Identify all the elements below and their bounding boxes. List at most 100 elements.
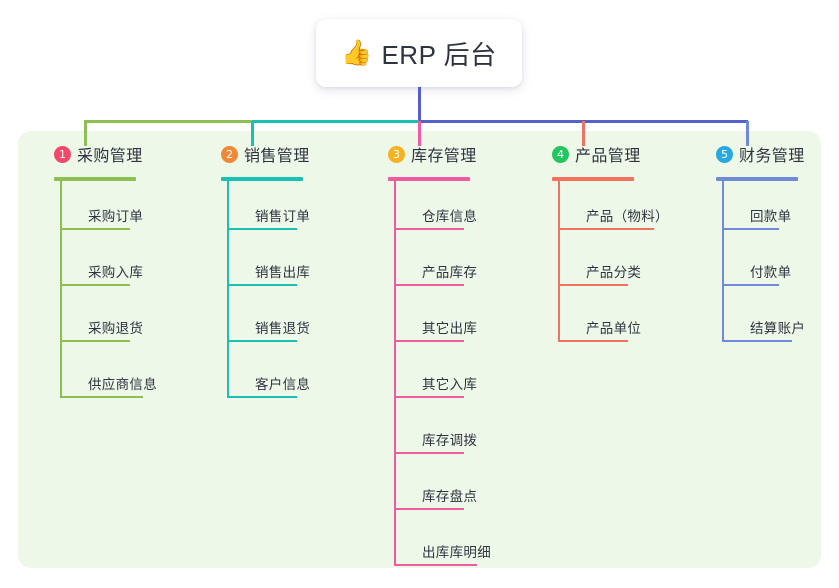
- branch-leaf-underline: [60, 340, 130, 342]
- branch-leaf-label: 采购退货: [88, 321, 144, 336]
- branch-columns: 1 采购管理采购订单采购入库采购退货供应商信息 2 销售管理销售订单销售出库销售退货客…: [18, 131, 821, 568]
- branch-leaf[interactable]: 回款单: [722, 181, 839, 237]
- branch-leaf-underline: [227, 284, 297, 286]
- branch-leaf[interactable]: 库存盘点: [394, 461, 530, 517]
- branch-leaf[interactable]: 其它出库: [394, 293, 530, 349]
- branch-column-4: 4 产品管理产品（物料） 产品分类产品单位: [534, 131, 694, 349]
- branch-items: 采购订单采购入库采购退货供应商信息: [60, 181, 196, 405]
- branch-items: 产品（物料） 产品分类产品单位: [558, 181, 694, 349]
- branch-leaf-label: 产品（物料）: [586, 209, 669, 224]
- branch-number-badge: 2: [221, 145, 238, 163]
- branch-stem: [60, 181, 62, 398]
- branch-leaf[interactable]: 其它入库: [394, 349, 530, 405]
- branch-leaf-underline: [394, 284, 464, 286]
- branch-leaf-underline: [722, 228, 779, 230]
- branch-leaf[interactable]: 结算账户: [722, 293, 839, 349]
- branch-leaf-label: 其它入库: [422, 377, 478, 392]
- branch-number-badge: 5: [716, 145, 733, 163]
- branch-header-underline: [716, 177, 798, 181]
- branch-leaf-label: 产品库存: [422, 265, 478, 280]
- branch-header-5[interactable]: 5 财务管理: [698, 131, 839, 177]
- branch-items: 仓库信息产品库存其它出库其它入库库存调拨库存盘点出库库明细: [394, 181, 530, 573]
- branch-leaf-underline: [394, 228, 464, 230]
- branch-leaf-label: 库存盘点: [422, 489, 478, 504]
- branch-leaf[interactable]: 付款单: [722, 237, 839, 293]
- mindmap-panel: [18, 131, 821, 568]
- branch-leaf-label: 其它出库: [422, 321, 478, 336]
- branch-leaf[interactable]: 销售出库: [227, 237, 363, 293]
- branch-leaf-label: 仓库信息: [422, 209, 478, 224]
- branch-leaf-underline: [394, 396, 464, 398]
- branch-title: 销售管理: [244, 148, 310, 165]
- branch-leaf-label: 回款单: [750, 209, 792, 224]
- root-node-card[interactable]: 👍 ERP 后台: [316, 19, 522, 87]
- branch-number-badge: 4: [552, 145, 569, 163]
- branch-leaf-underline: [60, 228, 130, 230]
- branch-leaf-label: 出库库明细: [422, 545, 491, 560]
- branch-leaf[interactable]: 库存调拨: [394, 405, 530, 461]
- branch-stem: [227, 181, 229, 398]
- branch-leaf-label: 结算账户: [750, 321, 806, 336]
- branch-header-underline: [54, 177, 136, 181]
- branch-leaf-label: 付款单: [750, 265, 792, 280]
- branch-leaf-underline: [394, 340, 464, 342]
- branch-leaf-underline: [227, 340, 297, 342]
- branch-title: 库存管理: [411, 148, 477, 165]
- branch-leaf[interactable]: 客户信息: [227, 349, 363, 405]
- branch-leaf[interactable]: 产品分类: [558, 237, 694, 293]
- branch-leaf-label: 采购订单: [88, 209, 144, 224]
- branch-leaf-label: 销售出库: [255, 265, 311, 280]
- branch-leaf[interactable]: 产品单位: [558, 293, 694, 349]
- branch-column-5: 5 财务管理回款单付款单结算账户: [698, 131, 839, 349]
- branch-leaf[interactable]: 出库库明细: [394, 517, 530, 573]
- branch-leaf-underline: [558, 228, 654, 230]
- branch-stem: [394, 181, 396, 566]
- branch-leaf[interactable]: 产品（物料）: [558, 181, 694, 237]
- branch-leaf-underline: [558, 284, 628, 286]
- branch-leaf-label: 供应商信息: [88, 377, 157, 392]
- branch-items: 回款单付款单结算账户: [722, 181, 839, 349]
- branch-title: 财务管理: [739, 148, 805, 165]
- branch-header-underline: [221, 177, 303, 181]
- branch-title: 采购管理: [77, 148, 143, 165]
- branch-header-underline: [388, 177, 470, 181]
- branch-header-1[interactable]: 1 采购管理: [36, 131, 196, 177]
- root-node-title: ERP 后台: [381, 39, 497, 70]
- branch-leaf-underline: [394, 508, 464, 510]
- branch-header-2[interactable]: 2 销售管理: [203, 131, 363, 177]
- branch-leaf-label: 产品单位: [586, 321, 642, 336]
- branch-leaf[interactable]: 产品库存: [394, 237, 530, 293]
- branch-leaf-underline: [227, 228, 297, 230]
- branch-leaf-underline: [394, 564, 477, 566]
- branch-header-4[interactable]: 4 产品管理: [534, 131, 694, 177]
- branch-leaf[interactable]: 销售订单: [227, 181, 363, 237]
- branch-leaf-underline: [394, 452, 464, 454]
- branch-leaf[interactable]: 采购退货: [60, 293, 196, 349]
- branch-header-underline: [552, 177, 634, 181]
- thumbs-up-icon: 👍: [341, 38, 373, 67]
- branch-leaf[interactable]: 销售退货: [227, 293, 363, 349]
- branch-stem: [558, 181, 560, 342]
- branch-leaf-underline: [558, 340, 628, 342]
- branch-leaf-label: 采购入库: [88, 265, 144, 280]
- branch-items: 销售订单销售出库销售退货客户信息: [227, 181, 363, 405]
- branch-leaf-underline: [60, 396, 143, 398]
- branch-number-badge: 1: [54, 145, 71, 163]
- branch-leaf[interactable]: 采购订单: [60, 181, 196, 237]
- branch-leaf-underline: [722, 340, 792, 342]
- branch-leaf-underline: [722, 284, 779, 286]
- branch-leaf[interactable]: 采购入库: [60, 237, 196, 293]
- branch-stem: [722, 181, 724, 342]
- branch-title: 产品管理: [575, 148, 641, 165]
- branch-leaf-label: 销售订单: [255, 209, 311, 224]
- branch-leaf[interactable]: 仓库信息: [394, 181, 530, 237]
- branch-column-2: 2 销售管理销售订单销售出库销售退货客户信息: [203, 131, 363, 405]
- branch-leaf-label: 产品分类: [586, 265, 642, 280]
- branch-leaf[interactable]: 供应商信息: [60, 349, 196, 405]
- branch-leaf-underline: [60, 284, 130, 286]
- branch-column-1: 1 采购管理采购订单采购入库采购退货供应商信息: [36, 131, 196, 405]
- branch-leaf-label: 客户信息: [255, 377, 311, 392]
- branch-leaf-label: 销售退货: [255, 321, 311, 336]
